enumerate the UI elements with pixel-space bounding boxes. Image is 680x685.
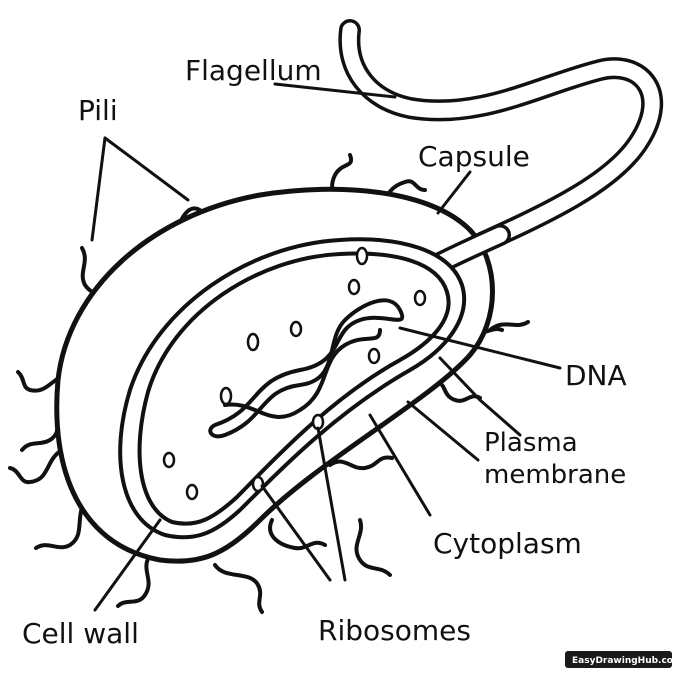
capsule-leader: [436, 170, 472, 215]
dna-leader: [398, 326, 562, 370]
flagellum: [338, 19, 664, 273]
plasma-leader: [438, 356, 522, 437]
flagellum-label: Flagellum: [185, 54, 322, 87]
cytoplasm-label: Cytoplasm: [433, 527, 582, 560]
ribosomes-label: Ribosomes: [318, 614, 471, 647]
ribosomes: [162, 246, 427, 501]
cellwall-leader: [93, 518, 162, 612]
plasma-label-line2: membrane: [484, 460, 626, 490]
cytoplasm-leader: [368, 413, 432, 517]
pili-leader-b: [90, 136, 107, 242]
watermark: EasyDrawingHub.com: [565, 651, 680, 668]
dna: [208, 298, 405, 439]
dna-label: DNA: [565, 359, 627, 392]
pili-label: Pili: [78, 94, 118, 127]
plasma-membrane: [137, 251, 451, 526]
capsule-label: Capsule: [418, 140, 530, 173]
plasma-label-line1: Plasma: [484, 428, 578, 458]
ribosomes-leader-b: [260, 484, 332, 582]
cell-wall-label: Cell wall: [22, 617, 139, 650]
pili: [8, 153, 530, 614]
pili-leader-a: [103, 136, 190, 202]
ribosomes-leader-a: [316, 426, 347, 582]
leader-lines: [90, 82, 562, 612]
svg-text:EasyDrawingHub.com: EasyDrawingHub.com: [572, 656, 680, 666]
flagellum-leader: [273, 82, 397, 99]
plasma-leader-2: [406, 400, 480, 462]
